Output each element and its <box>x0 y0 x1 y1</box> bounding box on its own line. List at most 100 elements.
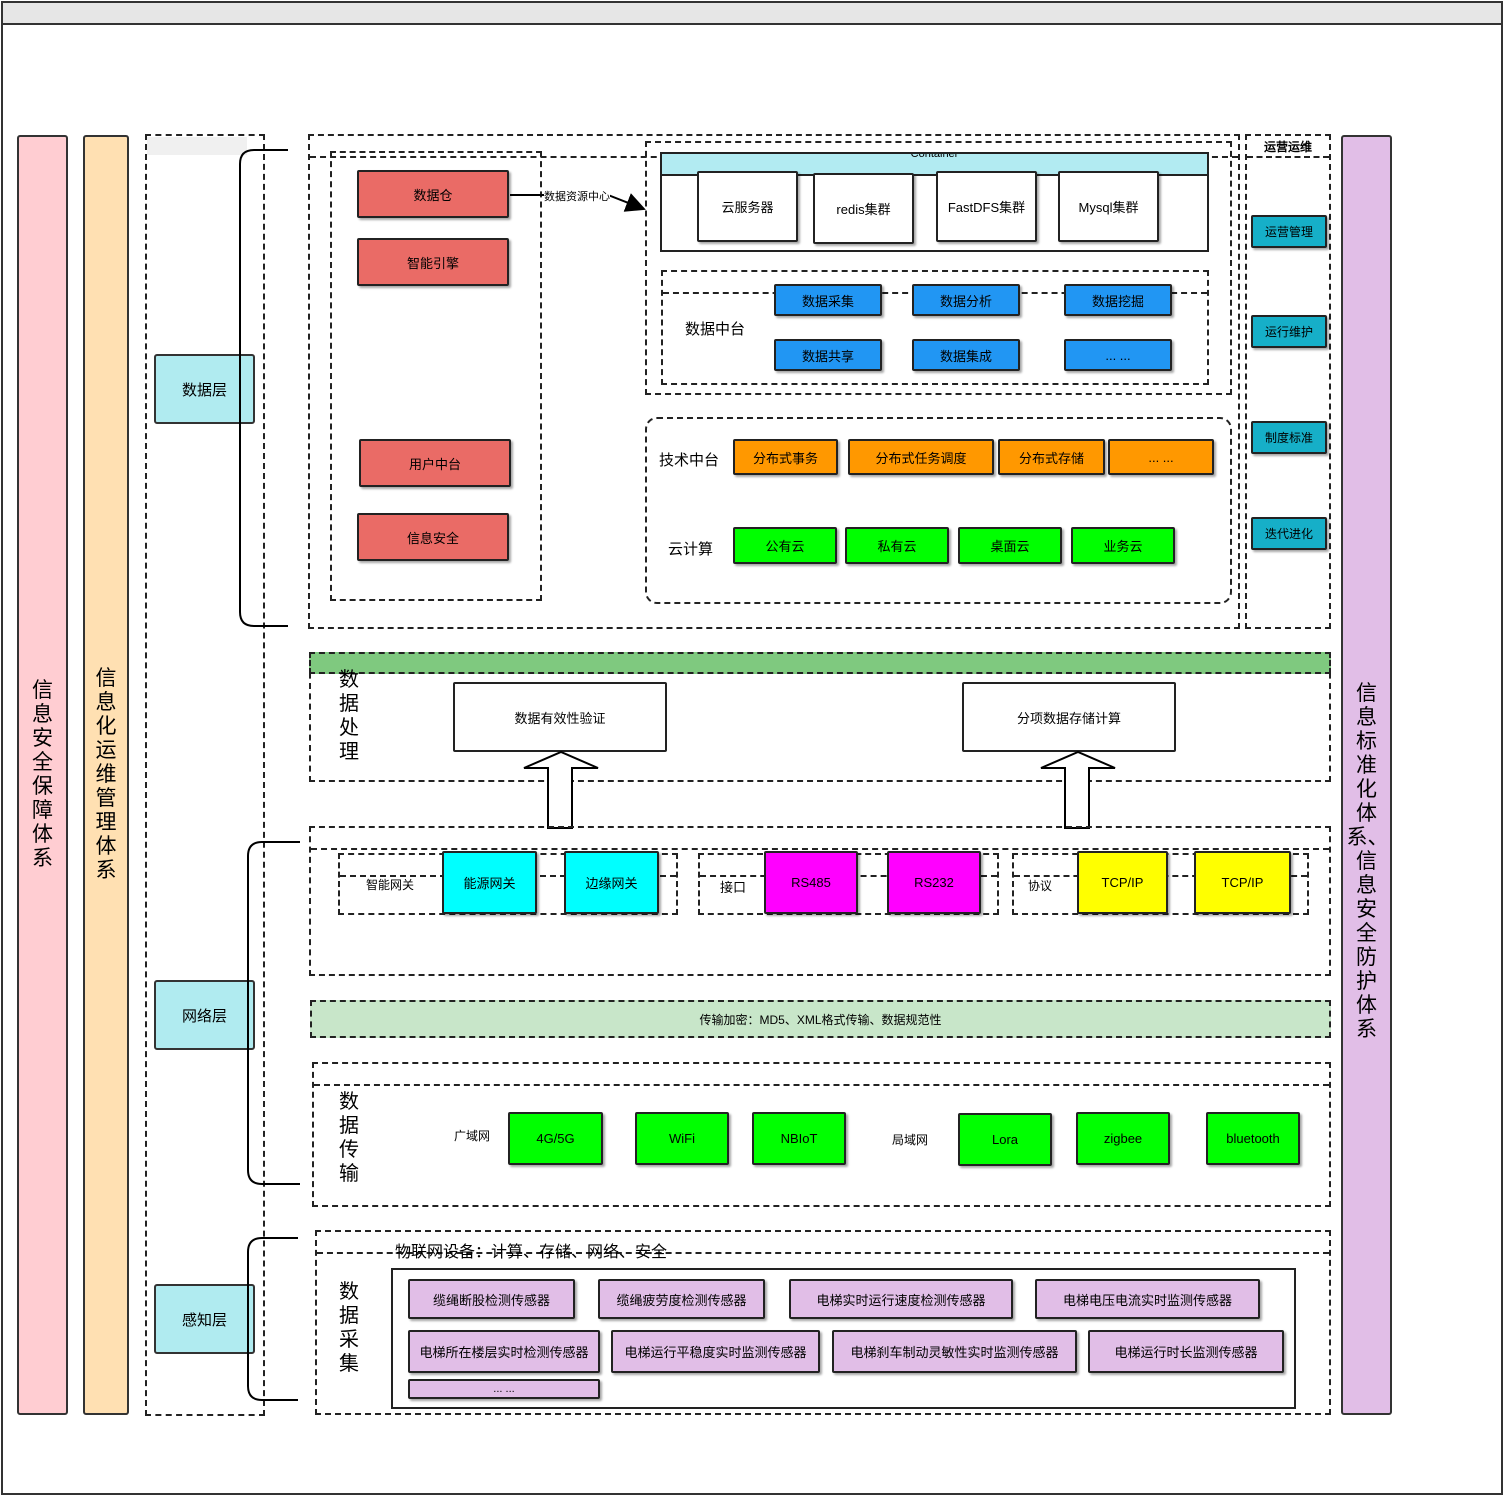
collection-label: 数据采集 <box>339 1281 359 1375</box>
tech-cloud-panel <box>645 417 1232 604</box>
sensor-speed[interactable]: 电梯实时运行速度检测传感器 <box>789 1279 1013 1319</box>
lora-label: Lora <box>991 1132 1019 1147</box>
ops-standard-box[interactable]: 制度标准 <box>1251 421 1327 454</box>
transfer-panel <box>312 1062 1331 1207</box>
perception-title: 物联网设备：计算、存储、网络、安全 <box>395 1244 668 1261</box>
mysql-cluster-label: Mysql集群 <box>1078 200 1139 215</box>
bluetooth-box[interactable]: bluetooth <box>1206 1112 1300 1165</box>
distributed-scheduling-box[interactable]: 分布式任务调度 <box>848 439 994 475</box>
rs485-box[interactable]: RS485 <box>764 851 858 914</box>
tech-more-box[interactable]: ... ... <box>1108 439 1214 475</box>
energy-gateway-box[interactable]: 能源网关 <box>442 851 537 914</box>
sensor-runtime-label: 电梯运行时长监测传感器 <box>1114 1345 1258 1360</box>
sensor-voltage-current[interactable]: 电梯电压电流实时监测传感器 <box>1035 1279 1260 1319</box>
processing-label: 数据处理 <box>339 669 359 763</box>
data-share-box[interactable]: 数据共享 <box>774 339 882 371</box>
ops-management-column: 信息化运维管理体系 <box>83 135 129 1415</box>
wifi-label: WiFi <box>669 1131 695 1146</box>
network-header-line <box>311 848 1329 850</box>
sensor-rope-break[interactable]: 缆绳断股检测传感器 <box>408 1279 575 1319</box>
distributed-transaction-box[interactable]: 分布式事务 <box>733 439 838 475</box>
standard-column-label: 信息标准化体系、信息安全防护体系 <box>1346 682 1389 1041</box>
private-cloud-box[interactable]: 私有云 <box>845 527 949 564</box>
info-security-box[interactable]: 信息安全 <box>357 513 509 561</box>
lora-box[interactable]: Lora <box>958 1113 1052 1166</box>
encryption-label: 传输加密：MD5、XML格式传输、数据规范性 <box>699 1012 942 1027</box>
desktop-cloud-box[interactable]: 桌面云 <box>958 527 1062 564</box>
validity-check-box[interactable]: 数据有效性验证 <box>453 682 667 752</box>
distributed-storage-label: 分布式存储 <box>1018 450 1084 466</box>
data-warehouse-box[interactable]: 数据仓 <box>357 170 509 218</box>
smart-engine-box[interactable]: 智能引擎 <box>357 238 509 286</box>
layer-column-header <box>147 137 247 155</box>
tcpip-box-2[interactable]: TCP/IP <box>1194 851 1291 914</box>
sensor-stability[interactable]: 电梯运行平稳度实时监测传感器 <box>611 1330 820 1373</box>
data-more-box[interactable]: ... ... <box>1064 339 1172 371</box>
standard-column: 信息标准化体系、信息安全防护体系 <box>1341 135 1392 1415</box>
tcpip-box-1[interactable]: TCP/IP <box>1077 851 1168 914</box>
user-platform-box[interactable]: 用户中台 <box>359 439 511 487</box>
perception-layer-label: 感知层 <box>181 1311 227 1329</box>
perception-layer-box: 感知层 <box>154 1284 255 1354</box>
transfer-header-line <box>314 1084 1329 1086</box>
data-resource-label: 数据资源中心 <box>544 188 610 204</box>
storage-calc-label: 分项数据存储计算 <box>1016 710 1121 726</box>
wan-label: 广域网 <box>454 1129 491 1143</box>
private-cloud-label: 私有云 <box>877 539 917 554</box>
ops-iteration-box[interactable]: 迭代进化 <box>1251 517 1327 550</box>
wifi-box[interactable]: WiFi <box>635 1112 729 1165</box>
ops-management-label: 运营管理 <box>1264 225 1313 239</box>
edge-gateway-box[interactable]: 边缘网关 <box>564 851 659 914</box>
layer-column <box>145 134 265 1416</box>
sensor-brake[interactable]: 电梯刹车制动灵敏性实时监测传感器 <box>832 1330 1077 1373</box>
distributed-storage-box[interactable]: 分布式存储 <box>998 439 1105 475</box>
security-column-label: 信息安全保障体系 <box>32 679 53 870</box>
network-layer-brace <box>247 841 300 1185</box>
rs232-box[interactable]: RS232 <box>887 851 981 914</box>
sensor-rope-fatigue[interactable]: 缆绳疲劳度检测传感器 <box>598 1279 765 1319</box>
zigbee-box[interactable]: zigbee <box>1076 1112 1170 1165</box>
interface-label: 接口 <box>720 880 747 895</box>
sensor-floor[interactable]: 电梯所在楼层实时检测传感器 <box>408 1330 600 1373</box>
sensor-runtime[interactable]: 电梯运行时长监测传感器 <box>1088 1330 1284 1373</box>
data-integration-box[interactable]: 数据集成 <box>912 339 1020 371</box>
data-collect-box[interactable]: 数据采集 <box>774 284 882 316</box>
storage-calc-box[interactable]: 分项数据存储计算 <box>962 682 1176 752</box>
ops-title: 运营运维 <box>1263 140 1312 154</box>
up-arrow-right <box>1040 750 1116 829</box>
network-layer-label: 网络层 <box>181 1007 227 1025</box>
nbiot-label: NBIoT <box>780 1131 818 1146</box>
redis-cluster-label: redis集群 <box>836 202 891 217</box>
sensor-more[interactable]: ... ... <box>408 1379 600 1399</box>
ops-management-box[interactable]: 运营管理 <box>1251 215 1327 248</box>
security-column: 信息安全保障体系 <box>17 135 68 1415</box>
zigbee-label: zigbee <box>1103 1131 1143 1146</box>
data-right-panel <box>645 141 1232 395</box>
data-layer-area <box>308 134 1240 629</box>
redis-cluster-box[interactable]: redis集群 <box>813 173 914 244</box>
sensor-more-label: ... ... <box>493 1383 515 1395</box>
sensor-stability-label: 电梯运行平稳度实时监测传感器 <box>624 1345 807 1360</box>
public-cloud-box[interactable]: 公有云 <box>733 527 837 564</box>
data-mining-box[interactable]: 数据挖掘 <box>1064 284 1172 316</box>
network-layer-box: 网络层 <box>154 980 255 1050</box>
business-cloud-box[interactable]: 业务云 <box>1071 527 1175 564</box>
network-gateway-panel <box>309 826 1331 976</box>
mysql-cluster-box[interactable]: Mysql集群 <box>1058 171 1159 242</box>
ops-maintenance-box[interactable]: 运行维护 <box>1251 315 1327 348</box>
sensor-speed-label: 电梯实时运行速度检测传感器 <box>816 1292 986 1308</box>
transfer-label: 数据传输 <box>339 1091 359 1185</box>
energy-gateway-label: 能源网关 <box>463 876 516 891</box>
fastdfs-cluster-box[interactable]: FastDFS集群 <box>936 171 1037 242</box>
rs232-label: RS232 <box>914 875 954 890</box>
nbiot-box[interactable]: NBIoT <box>752 1112 846 1165</box>
cloud-server-box[interactable]: 云服务器 <box>697 171 798 242</box>
tech-more-label: ... ... <box>1148 449 1174 465</box>
distributed-scheduling-label: 分布式任务调度 <box>875 450 967 466</box>
bluetooth-label: bluetooth <box>1226 1131 1280 1146</box>
perception-layer-brace <box>247 1237 298 1401</box>
cellular-box[interactable]: 4G/5G <box>508 1112 603 1165</box>
data-layer-label: 数据层 <box>181 381 227 399</box>
data-warehouse-label: 数据仓 <box>413 187 453 203</box>
data-analysis-box[interactable]: 数据分析 <box>912 284 1020 316</box>
